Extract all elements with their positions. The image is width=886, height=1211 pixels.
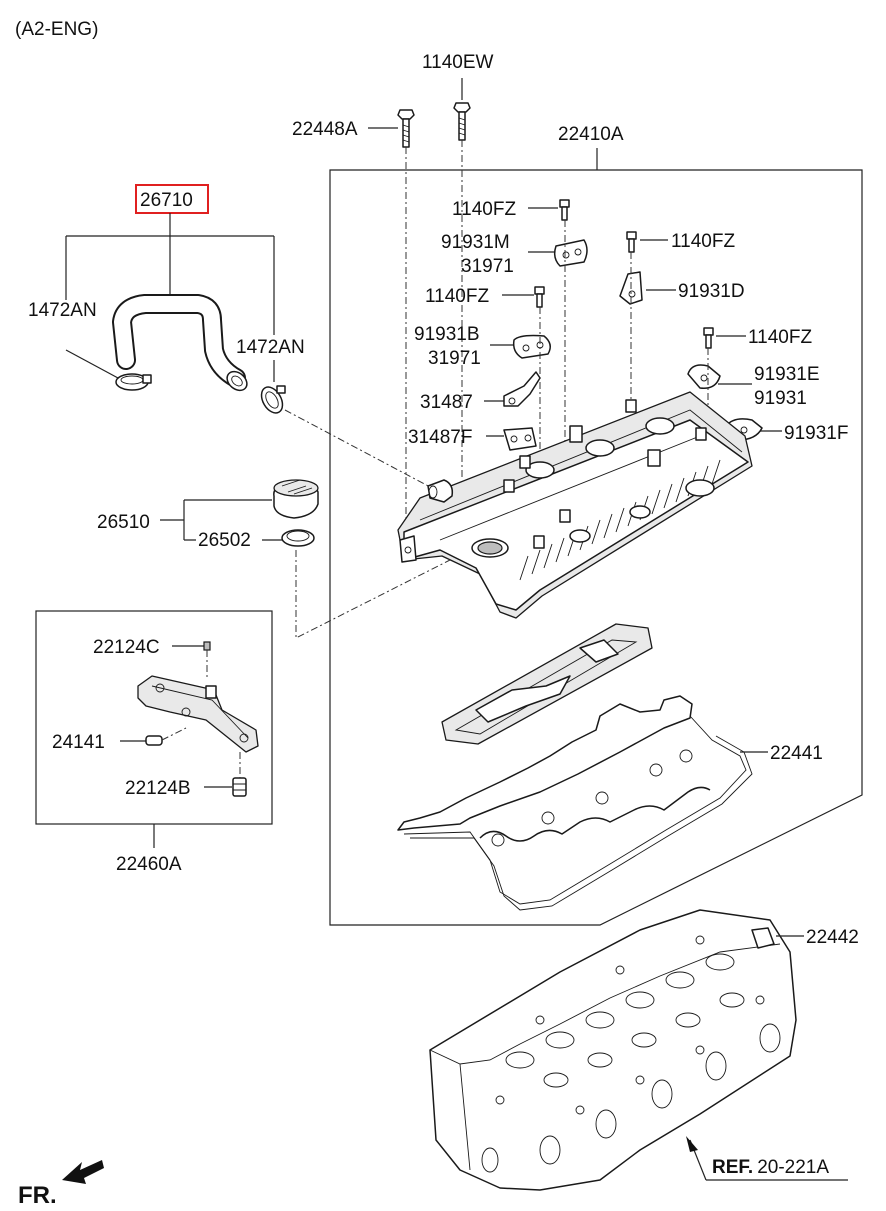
- bracket-31487F-icon: [503, 427, 537, 451]
- label-91931E[interactable]: 91931E: [754, 364, 820, 385]
- axis-24141: [161, 727, 187, 741]
- label-91931M[interactable]: 91931M: [441, 232, 510, 253]
- bracket-31487-icon: [503, 371, 541, 407]
- hose-clamp-right-icon[interactable]: [257, 383, 287, 416]
- reference-link[interactable]: REF.20-221A: [712, 1157, 829, 1178]
- label-24141[interactable]: 24141: [52, 732, 105, 753]
- axis-hose-to-port: [284, 409, 433, 489]
- rocker-cover-gasket-icon[interactable]: [397, 695, 753, 911]
- label-1140FZ-b[interactable]: 1140FZ: [671, 231, 735, 252]
- label-22124B[interactable]: 22124B: [125, 778, 191, 799]
- hose-clamp-left-icon[interactable]: [115, 373, 152, 391]
- baffle-plate-icon[interactable]: [441, 623, 653, 745]
- bolt-1140FZ-b-icon: [626, 231, 637, 253]
- bracket-91931M-icon: [553, 239, 588, 267]
- rocker-cover-icon[interactable]: [397, 391, 753, 619]
- rocker-cover-assembly-frame: [329, 169, 863, 926]
- leader-bracket-26710: [65, 235, 275, 335]
- label-91931F[interactable]: 91931F: [784, 423, 848, 444]
- label-91931B[interactable]: 91931B: [414, 324, 480, 345]
- bracket-91931E-icon: [687, 364, 721, 389]
- label-26710[interactable]: 26710: [140, 190, 193, 211]
- label-91931[interactable]: 91931: [754, 388, 807, 409]
- label-31971-a[interactable]: 31971: [461, 256, 514, 277]
- label-1472AN-right[interactable]: 1472AN: [236, 337, 305, 358]
- bolt-1140FZ-a-icon: [559, 199, 570, 221]
- leader-26510: [160, 499, 272, 541]
- reference-prefix: REF.: [712, 1157, 753, 1178]
- label-22442[interactable]: 22442: [806, 927, 859, 948]
- label-22448A[interactable]: 22448A: [292, 119, 358, 140]
- oil-filler-cap-icon[interactable]: [273, 479, 319, 519]
- label-1472AN-left[interactable]: 1472AN: [28, 300, 97, 321]
- label-31971-b[interactable]: 31971: [428, 348, 481, 369]
- breather-hose-26710-icon[interactable]: [112, 294, 251, 394]
- bolt-1140EW-icon: [453, 102, 471, 141]
- bolt-1140FZ-d-icon: [703, 327, 714, 349]
- engine-variant-label: (A2-ENG): [15, 19, 98, 40]
- ref-arrow-head-icon: [686, 1136, 698, 1152]
- label-22124C[interactable]: 22124C: [93, 637, 160, 658]
- front-direction-label: FR.: [18, 1182, 57, 1209]
- cylinder-head-icon[interactable]: [429, 909, 797, 1191]
- label-26502[interactable]: 26502: [198, 530, 251, 551]
- plug-22124B-icon: [232, 777, 247, 797]
- label-31487F[interactable]: 31487F: [408, 427, 472, 448]
- front-direction-arrow-icon: [62, 1160, 104, 1184]
- leader-1472AN-left: [65, 349, 119, 379]
- reference-code: 20-221A: [757, 1157, 829, 1178]
- label-1140FZ-c[interactable]: 1140FZ: [425, 286, 489, 307]
- label-91931D[interactable]: 91931D: [678, 281, 745, 302]
- bolt-22448A-icon: [397, 109, 415, 148]
- label-1140FZ-d[interactable]: 1140FZ: [748, 327, 812, 348]
- label-22441[interactable]: 22441: [770, 743, 823, 764]
- label-22410A[interactable]: 22410A: [558, 124, 624, 145]
- bracket-91931B-icon: [512, 334, 551, 359]
- label-26510[interactable]: 26510: [97, 512, 150, 533]
- label-1140EW[interactable]: 1140EW: [422, 52, 494, 73]
- plug-22124C-icon: [203, 641, 211, 651]
- label-22460A[interactable]: 22460A: [116, 854, 182, 875]
- label-1140FZ-a[interactable]: 1140FZ: [452, 199, 516, 220]
- axis-filler-cap: [295, 550, 451, 639]
- label-31487[interactable]: 31487: [420, 392, 473, 413]
- plug-22442-icon[interactable]: [751, 927, 775, 949]
- filler-cap-gasket-icon[interactable]: [281, 529, 315, 547]
- dowel-24141-icon: [145, 735, 163, 746]
- highlight-box-26710: [135, 184, 209, 214]
- oil-separator-bracket-icon[interactable]: [137, 675, 259, 753]
- bolt-1140FZ-c-icon: [534, 286, 545, 308]
